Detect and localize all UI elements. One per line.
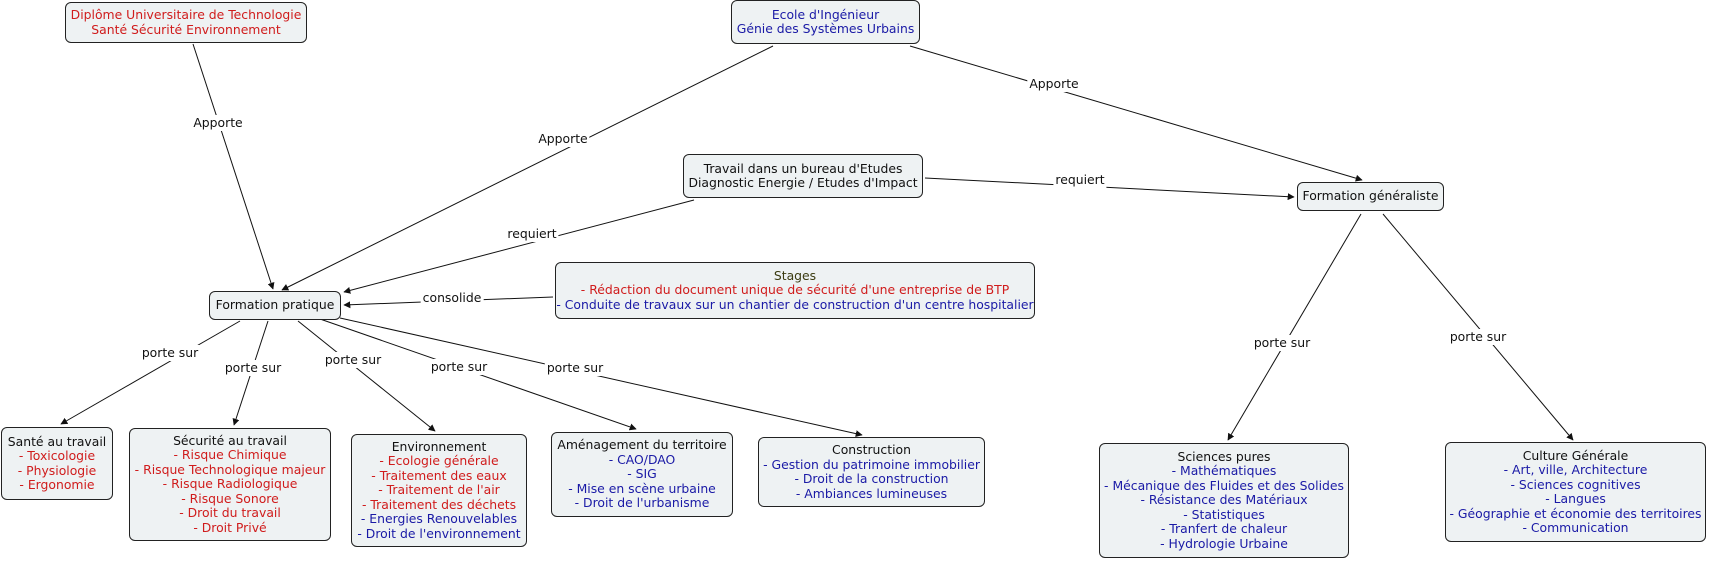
- concept-node-line: - Ambiances lumineuses: [795, 485, 948, 501]
- concept-node-line: Génie des Systèmes Urbains: [736, 21, 915, 36]
- concept-node-line: - Communication: [1522, 520, 1629, 535]
- concept-node-line: - Traitement des eaux: [371, 467, 507, 483]
- concept-node-line: Sécurité au travail: [173, 432, 287, 448]
- connector-ecole-to-generaliste: [909, 45, 1363, 182]
- concept-node-construction: Construction- Gestion du patrimoine immo…: [758, 437, 985, 507]
- concept-node-line: Santé Sécurité Environnement: [91, 21, 281, 37]
- link-label-travail-to-generaliste: requiert: [1053, 172, 1107, 188]
- concept-node-line: Formation pratique: [215, 297, 335, 313]
- link-label-pratique-to-environnement: porte sur: [322, 352, 384, 368]
- concept-node-securite: Sécurité au travail- Risque Chimique- Ri…: [129, 428, 331, 541]
- concept-node-line: Sciences pures: [1177, 448, 1271, 464]
- concept-node-amenagement: Aménagement du territoire- CAO/DAO- SIG-…: [551, 432, 733, 517]
- concept-node-line: - Statistiques: [1183, 506, 1265, 522]
- concept-node-line: - Géographie et économie des territoires: [1449, 505, 1702, 521]
- concept-node-line: Ecole d'Ingénieur: [771, 6, 880, 22]
- concept-node-stages: Stages- Rédaction du document unique de …: [555, 262, 1035, 319]
- concept-node-sciences: Sciences pures- Mathématiques- Mécanique…: [1099, 443, 1349, 558]
- concept-node-line: - Mise en scène urbaine: [568, 480, 716, 496]
- concept-node-line: Construction: [832, 442, 911, 457]
- concept-node-line: - Droit du travail: [179, 505, 281, 521]
- concept-node-line: - Tranfert de chaleur: [1160, 521, 1288, 537]
- connector-travail-to-pratique: [343, 199, 695, 294]
- concept-node-line: - Mécanique des Fluides et des Solides: [1104, 477, 1344, 493]
- link-label-stages-to-pratique: consolide: [420, 290, 484, 306]
- connector-generaliste-to-culture: [1382, 213, 1574, 441]
- link-label-generaliste-to-culture: porte sur: [1447, 329, 1509, 345]
- concept-node-line: - Droit de l'environnement: [357, 525, 521, 541]
- concept-node-line: - Risque Technologique majeur: [134, 461, 326, 477]
- link-label-dut-to-pratique: Apporte: [191, 115, 245, 131]
- link-label-pratique-to-securite: porte sur: [222, 360, 284, 376]
- concept-node-line: - Gestion du patrimoine immobilier: [763, 456, 980, 472]
- concept-node-line: Diagnostic Energie / Etudes d'Impact: [688, 175, 918, 190]
- link-label-ecole-to-generaliste: Apporte: [1027, 76, 1081, 92]
- concept-node-line: Travail dans un bureau d'Etudes: [703, 160, 903, 176]
- link-label-pratique-to-sante: porte sur: [139, 345, 201, 361]
- concept-node-line: - Art, ville, Architecture: [1503, 462, 1648, 477]
- link-label-ecole-to-pratique: Apporte: [536, 131, 590, 147]
- concept-node-line: - Risque Chimique: [173, 447, 287, 463]
- concept-node-sante: Santé au travail- Toxicologie- Physiolog…: [1, 427, 113, 500]
- concept-node-line: - Energies Renouvelables: [360, 511, 518, 527]
- concept-node-line: Formation généraliste: [1302, 188, 1439, 204]
- concept-node-environnement: Environnement- Ecologie générale- Traite…: [351, 434, 527, 547]
- concept-node-line: - Hydrologie Urbaine: [1160, 535, 1288, 551]
- concept-node-line: - Ecologie générale: [379, 453, 499, 469]
- connector-ecole-to-pratique: [281, 45, 774, 291]
- concept-node-line: - Langues: [1545, 491, 1606, 506]
- concept-node-line: - Traitement de l'air: [378, 482, 500, 498]
- concept-node-line: Diplôme Universitaire de Technologie: [70, 7, 302, 22]
- connector-pratique-to-environnement: [297, 320, 436, 432]
- concept-node-culture: Culture Générale- Art, ville, Architectu…: [1445, 442, 1706, 542]
- concept-node-line: Environnement: [391, 438, 487, 454]
- link-label-pratique-to-construction: porte sur: [544, 360, 606, 376]
- concept-node-line: - Droit de l'urbanisme: [574, 495, 710, 511]
- link-label-generaliste-to-sciences: porte sur: [1251, 335, 1313, 351]
- concept-node-line: - Sciences cognitives: [1510, 476, 1641, 492]
- connector-pratique-to-sante: [60, 320, 241, 425]
- concept-node-line: - Toxicologie: [18, 448, 96, 463]
- concept-node-pratique: Formation pratique: [209, 291, 341, 320]
- concept-node-line: - Rédaction du document unique de sécuri…: [580, 282, 1010, 298]
- connector-dut-to-pratique: [192, 43, 275, 290]
- concept-node-line: Aménagement du territoire: [557, 437, 727, 453]
- concept-node-line: - Risque Sonore: [181, 490, 279, 506]
- concept-node-line: Stages: [773, 267, 817, 283]
- concept-node-line: - Droit Privé: [193, 519, 267, 535]
- concept-node-line: Culture Générale: [1522, 447, 1629, 463]
- connector-generaliste-to-sciences: [1227, 213, 1362, 441]
- concept-node-line: - Résistance des Matériaux: [1140, 492, 1308, 508]
- concept-node-line: - Ergonomie: [19, 477, 95, 492]
- concept-node-generaliste: Formation généraliste: [1297, 182, 1444, 211]
- concept-node-line: - Droit de la construction: [794, 471, 949, 486]
- connector-travail-to-generaliste: [924, 177, 1295, 201]
- concept-node-line: - Conduite de travaux sur un chantier de…: [556, 296, 1034, 312]
- concept-node-line: - CAO/DAO: [608, 451, 676, 467]
- concept-node-line: Santé au travail: [7, 433, 107, 449]
- connector-pratique-to-construction: [339, 317, 863, 438]
- concept-node-line: - Physiologie: [17, 462, 97, 478]
- link-label-pratique-to-amenagement: porte sur: [428, 359, 490, 375]
- concept-node-line: - Mathématiques: [1171, 463, 1277, 479]
- link-label-travail-to-pratique: requiert: [505, 226, 559, 242]
- concept-node-line: - SIG: [627, 466, 657, 482]
- concept-node-line: - Risque Radiologique: [162, 476, 298, 492]
- concept-node-line: - Traitement des déchets: [361, 496, 517, 512]
